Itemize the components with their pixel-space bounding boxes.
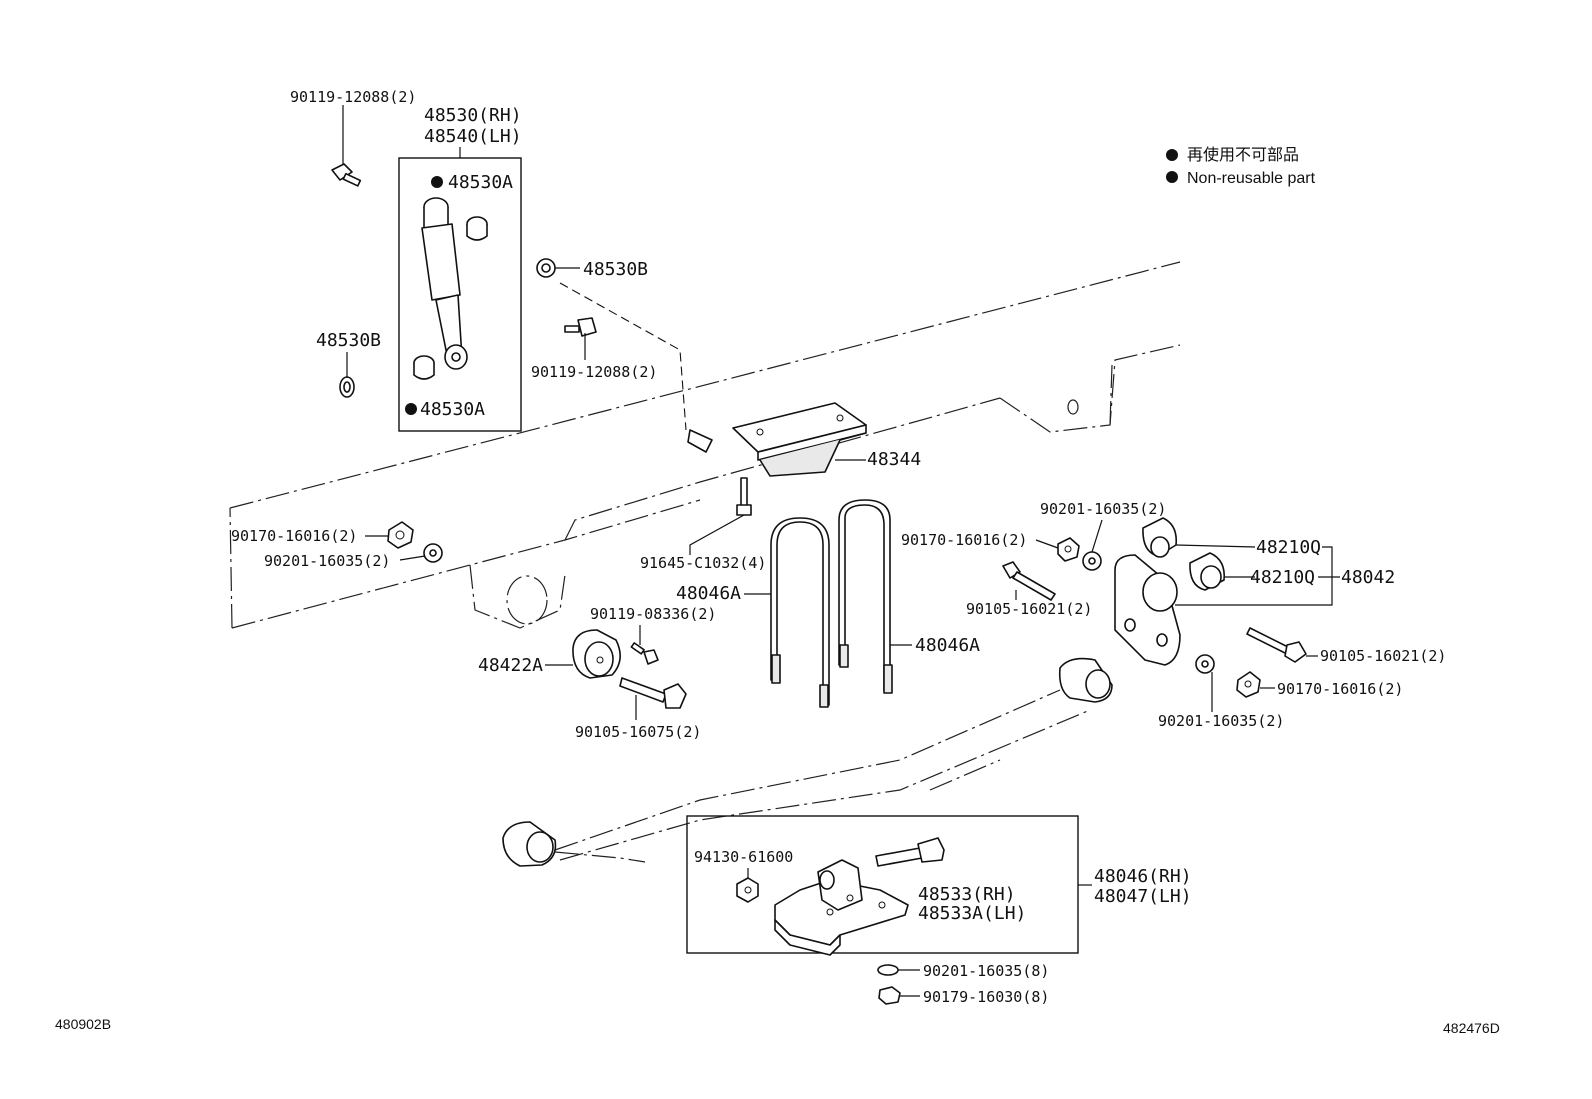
non-reusable-dot-icon — [431, 176, 443, 188]
shock-absorber — [421, 197, 468, 370]
label-washer-shackle-bottom: 90201-16035(2) — [1158, 712, 1284, 730]
nut-94130 — [736, 877, 759, 903]
label-washer-right: 48530B — [583, 259, 648, 280]
label-nut-shackle-top: 90170-16016(2) — [901, 531, 1027, 549]
label-nut-94130: 94130-61600 — [694, 848, 793, 866]
non-reusable-dot-icon — [1166, 149, 1178, 161]
label-washer-left2: 90201-16035(2) — [264, 552, 390, 570]
label-shock-rh: 48530(RH) — [424, 105, 522, 126]
bracket-48344 — [687, 402, 867, 477]
washer-shackle-bottom — [1195, 654, 1215, 674]
bolt-91645 — [736, 477, 752, 516]
washer-90201-left — [423, 543, 443, 563]
nut-shackle-right — [1236, 671, 1261, 698]
label-nut-left: 90170-16016(2) — [231, 527, 357, 545]
label-bushing-top: 48530A — [448, 172, 513, 193]
footer-left-code: 480902B — [55, 1016, 111, 1032]
bolt-shackle-right — [1246, 627, 1307, 663]
label-washer-8: 90201-16035(8) — [923, 962, 1049, 980]
leaf-spring — [554, 689, 1091, 863]
label-hanger-lh: 48047(LH) — [1094, 886, 1192, 907]
shackle-48042 — [1114, 554, 1181, 666]
label-ubolt-left: 48046A — [676, 583, 741, 604]
label-shock-lh: 48540(LH) — [424, 126, 522, 147]
bushing-48210q-bottom — [1189, 552, 1226, 591]
bushing-48210q-top — [1142, 517, 1178, 558]
bumper-48422a — [572, 629, 621, 679]
label-bolt-mid: 90119-12088(2) — [531, 363, 657, 381]
non-reusable-dot-icon — [405, 403, 417, 415]
washer-90201-8 — [877, 964, 899, 976]
hanger-plate — [774, 859, 909, 956]
bolt-90119-mid — [564, 317, 597, 337]
label-bolt-16075: 90105-16075(2) — [575, 723, 701, 741]
label-bushing-q1: 48210Q — [1256, 537, 1321, 558]
label-bushing-bottom: 48530A — [420, 399, 485, 420]
washer-shackle-top — [1082, 551, 1102, 571]
label-nut-shackle-right: 90170-16016(2) — [1277, 680, 1403, 698]
nut-shackle-top — [1057, 537, 1080, 562]
label-bushing-q2: 48210Q — [1250, 567, 1315, 588]
label-bolt-top: 90119-12088(2) — [290, 88, 416, 106]
pin-48533 — [875, 837, 945, 867]
label-washer-shackle-top: 90201-16035(2) — [1040, 500, 1166, 518]
frame-rail — [229, 261, 1181, 629]
label-bracket: 48344 — [867, 449, 921, 470]
bushing-48530a-top — [466, 216, 488, 241]
label-bumper: 48422A — [478, 655, 543, 676]
label-bolt-shackle-right: 90105-16021(2) — [1320, 647, 1446, 665]
legend-en: Non-reusable part — [1187, 170, 1316, 187]
label-pin-lh: 48533A(LH) — [918, 903, 1026, 924]
bolt-90119-top — [331, 163, 362, 187]
label-pin-rh: 48533(RH) — [918, 884, 1016, 905]
label-bolt-08336: 90119-08336(2) — [590, 605, 716, 623]
label-hanger-rh: 48046(RH) — [1094, 866, 1192, 887]
label-ubolt-right: 48046A — [915, 635, 980, 656]
bolt-shackle-top — [1002, 561, 1056, 601]
spring-eye-rear — [1058, 657, 1113, 703]
leader-lines — [342, 105, 1340, 997]
footer-right-code: 482476D — [1443, 1020, 1500, 1036]
nut-90179-8 — [878, 986, 901, 1005]
label-nut-8: 90179-16030(8) — [923, 988, 1049, 1006]
bushing-48530a-bottom — [413, 355, 435, 380]
washer-48530b-left — [339, 376, 355, 398]
label-bolt-91645: 91645-C1032(4) — [640, 554, 766, 572]
washer-48530b-right — [536, 258, 556, 278]
label-shackle: 48042 — [1341, 567, 1395, 588]
bolt-90119-08336 — [630, 642, 659, 665]
label-washer-left: 48530B — [316, 330, 381, 351]
u-bolt-left — [770, 517, 830, 708]
nut-90170-left — [387, 521, 414, 549]
u-bolt-right — [838, 499, 893, 694]
spring-eye-front — [502, 821, 557, 867]
bolt-90105-16075 — [619, 677, 687, 709]
label-bolt-shackle-top: 90105-16021(2) — [966, 600, 1092, 618]
non-reusable-dot-icon — [1166, 171, 1178, 183]
legend-jp: 再使用不可部品 — [1187, 146, 1299, 164]
